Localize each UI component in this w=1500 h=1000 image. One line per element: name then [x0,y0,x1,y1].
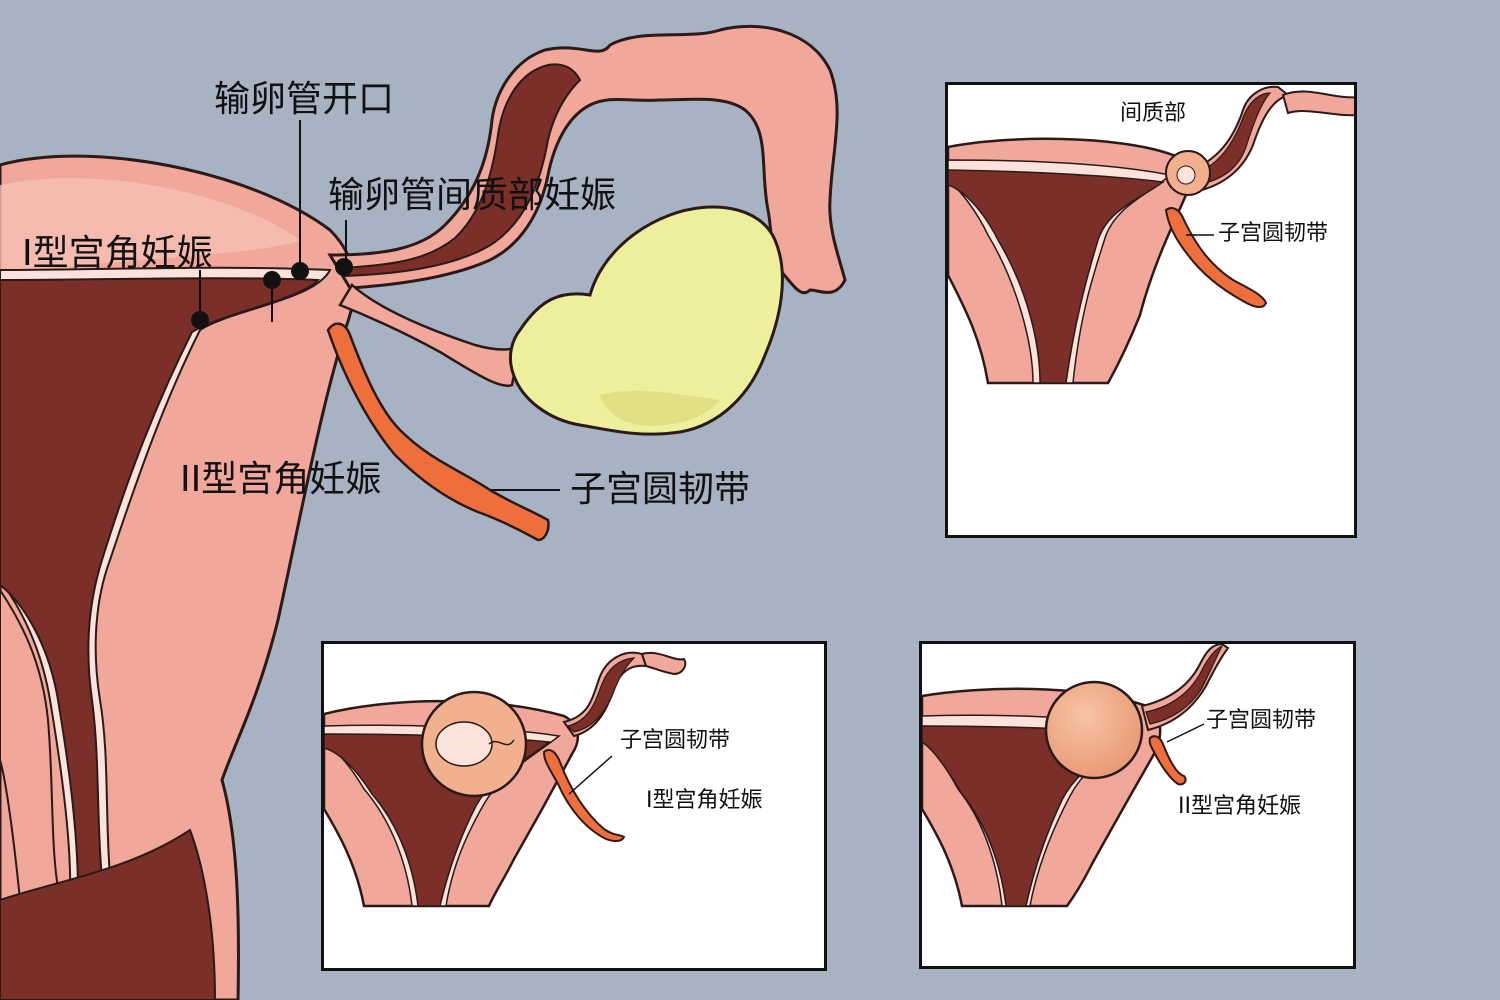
panel2-leader [568,755,613,795]
dot-cornual-junction [263,271,281,289]
ovary-shading [600,390,720,426]
label-interstitial-pregnancy: 输卵管间质部妊娠 [328,175,617,216]
panel3-tube-lumen [1145,644,1224,725]
ovarian-ligament [338,283,523,388]
round-ligament [326,322,550,542]
panel2-tube-lumen [566,657,636,733]
panel-interstitial: 间质部 子宫圆韧带 [945,82,1357,538]
panel-type2-illustration [922,644,1230,908]
left-cervical-wall [0,588,62,901]
panel2-label-round-ligament: 子宫圆韧带 [620,728,731,753]
uterine-cavity [0,277,321,894]
panel1-label-round-ligament: 子宫圆韧带 [1218,221,1329,246]
panel1-label-interstitial: 间质部 [1120,101,1187,126]
dot-type1-cornual [191,311,209,329]
panel2-label-type1: I型宫角妊娠 [646,788,763,813]
label-type1-cornual: I型宫角妊娠 [22,233,213,274]
uterus-fundus-highlight [0,178,300,272]
panel2-tube-right [640,651,687,676]
panel3-leader [1166,723,1205,743]
panel1-tube-right [1281,90,1354,117]
panel1-embryo [1176,165,1196,185]
label-type2-cornual: II型宫角妊娠 [180,459,382,500]
vaginal-canal [0,828,217,1000]
label-round-ligament: 子宫圆韧带 [570,469,751,510]
panel3-gestational-sac [1044,680,1144,780]
panel1-round-ligament [1164,207,1268,309]
ovary [508,205,784,436]
panel-type1-illustration [324,651,687,908]
panel-interstitial-illustration [948,85,1354,385]
label-tube-opening: 输卵管开口 [214,79,395,120]
panel3-label-round-ligament: 子宫圆韧带 [1206,708,1317,733]
panel2-round-ligament [542,749,626,843]
dot-interstitial [335,258,353,276]
panel-type1-cornual: 子宫圆韧带 I型宫角妊娠 [321,641,827,971]
tube-lumen [338,63,582,278]
panel2-umbilical-cord [488,739,515,746]
dot-tube-opening [291,262,309,280]
panel1-cavity [948,169,1165,384]
panel-type2-cornual: 子宫圆韧带 II型宫角妊娠 [919,641,1356,969]
panel3-round-ligament [1148,735,1187,786]
fallopian-tube [327,24,847,294]
panel2-embryo [435,721,493,767]
panel1-tube-lumen [1189,92,1272,186]
panel3-label-type2: II型宫角妊娠 [1178,794,1301,819]
